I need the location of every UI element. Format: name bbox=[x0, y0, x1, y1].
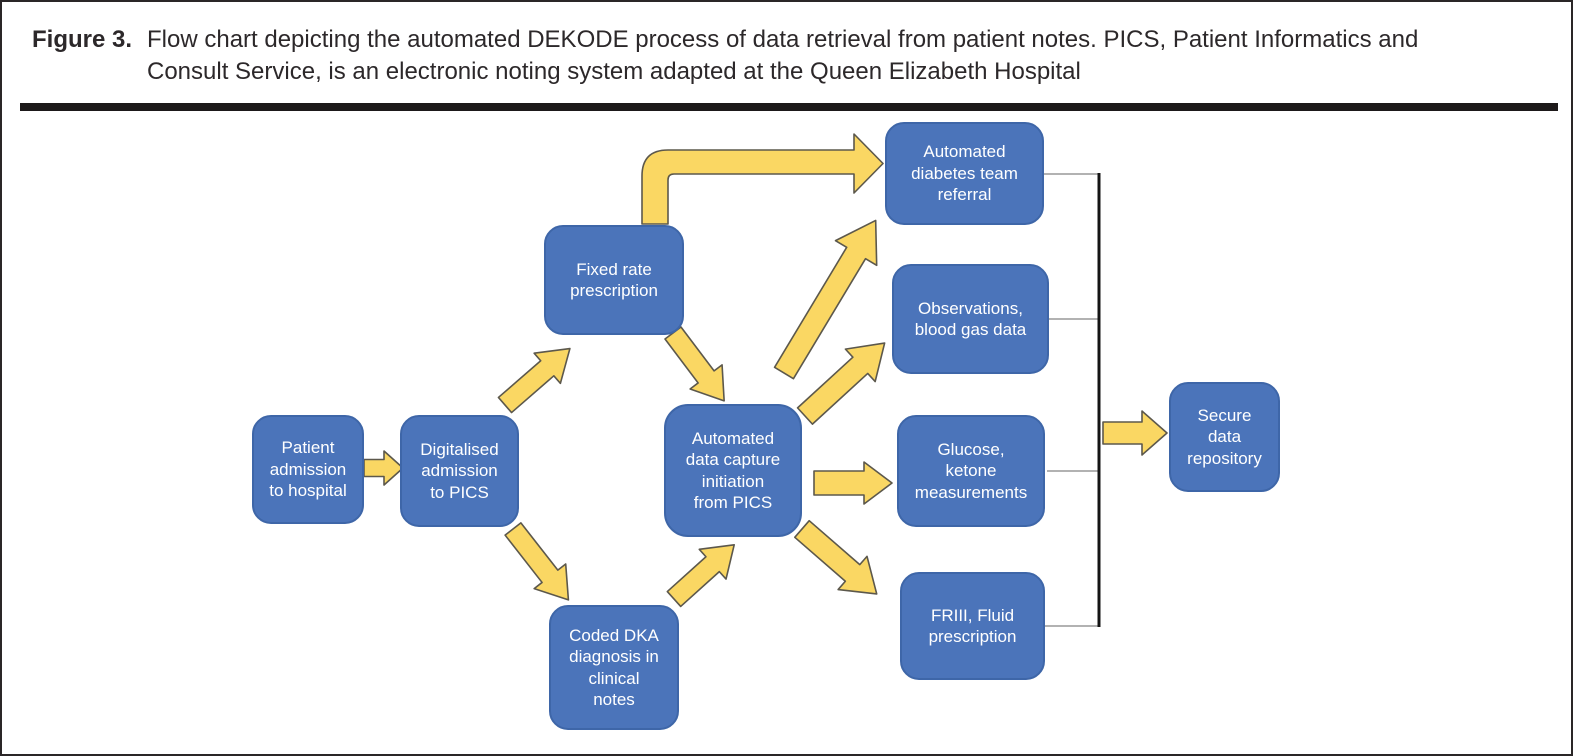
arrow-fixed-rate-to-referral bbox=[641, 133, 884, 225]
node-coded-dka-diagnosis: Coded DKA diagnosis in clinical notes bbox=[549, 605, 679, 730]
node-secure-data-repository: Secure data repository bbox=[1169, 382, 1280, 492]
arrow-capture-to-friii bbox=[793, 519, 878, 595]
arrow-collector-to-repository bbox=[1102, 410, 1168, 456]
caption-divider-rule bbox=[20, 103, 1558, 111]
figure-label: Figure 3. bbox=[32, 26, 133, 53]
arrow-capture-to-glucose bbox=[813, 461, 893, 505]
node-fixed-rate-prescription: Fixed rate prescription bbox=[544, 225, 684, 335]
arrow-digitalised-to-coded-dka bbox=[504, 522, 570, 601]
arrow-digitalised-to-fixed-rate bbox=[497, 347, 571, 414]
arrow-capture-to-referral bbox=[773, 219, 878, 380]
node-patient-admission: Patient admission to hospital bbox=[252, 415, 364, 524]
arrow-capture-to-observations bbox=[796, 342, 886, 425]
node-glucose-ketone: Glucose, ketone measurements bbox=[897, 415, 1045, 527]
arrow-patient-to-digitalised bbox=[363, 450, 404, 486]
figure-caption: Figure 3. Flow chart depicting the autom… bbox=[32, 24, 1542, 88]
node-friii-fluid-prescription: FRIII, Fluid prescription bbox=[900, 572, 1045, 680]
arrow-fixed-rate-to-capture bbox=[664, 326, 725, 402]
node-automated-data-capture: Automated data capture initiation from P… bbox=[664, 404, 802, 537]
node-observations-blood-gas: Observations, blood gas data bbox=[892, 264, 1049, 374]
figure-caption-text: Flow chart depicting the automated DEKOD… bbox=[147, 26, 1419, 85]
node-diabetes-team-referral: Automated diabetes team referral bbox=[885, 122, 1044, 225]
arrow-coded-dka-to-capture bbox=[666, 544, 735, 608]
node-digitalised-admission: Digitalised admission to PICS bbox=[400, 415, 519, 527]
